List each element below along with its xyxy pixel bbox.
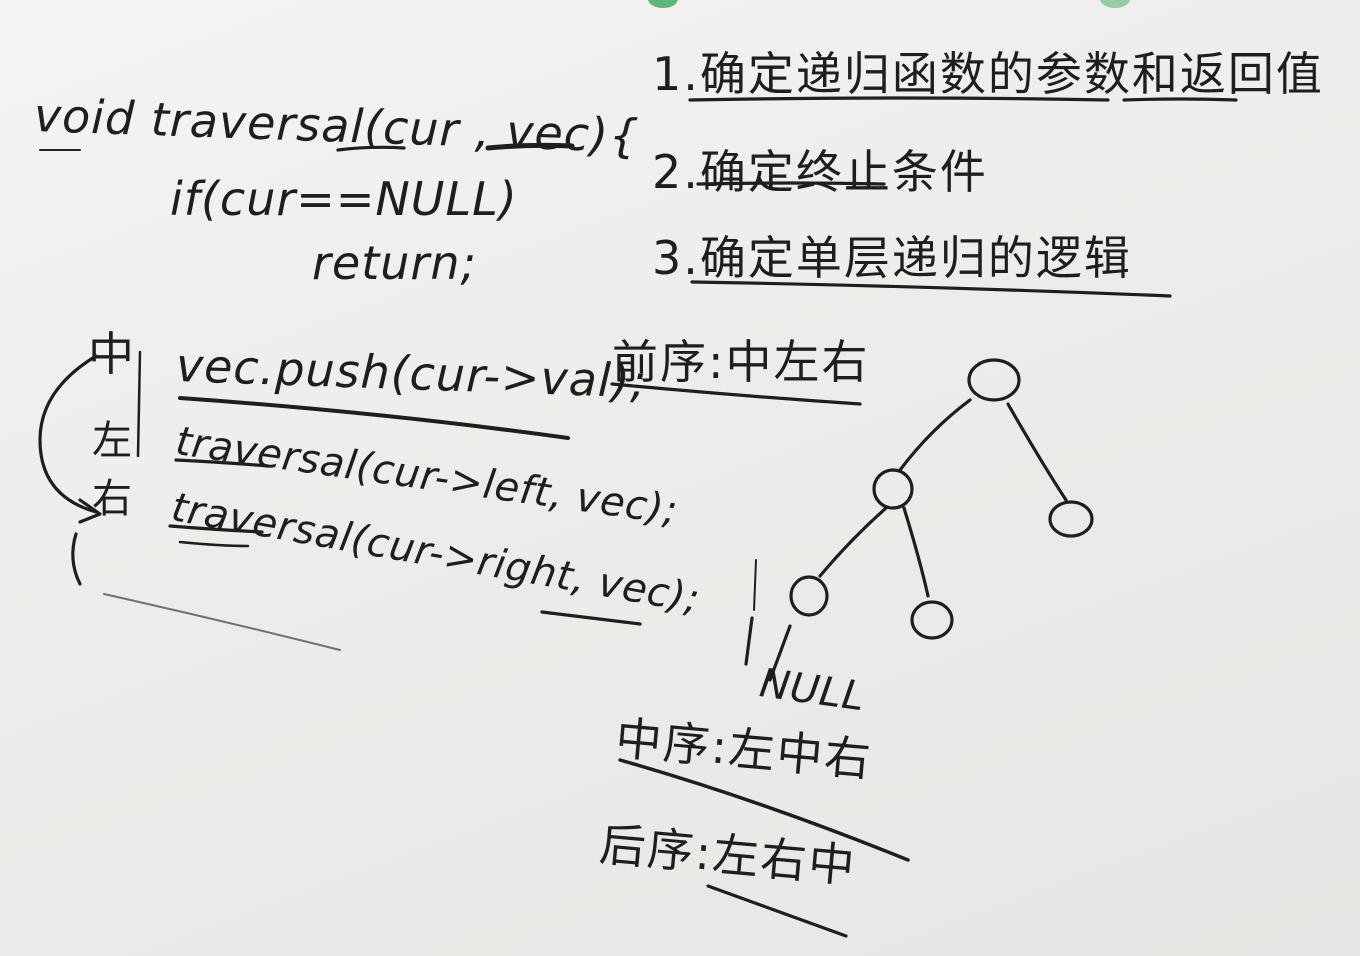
tree-null-stroke-2 [744,616,754,666]
underline-ver [540,610,642,626]
tree-null-stroke-3 [753,559,757,611]
order-arrow-tail [71,532,82,586]
tree-node-left-right [910,600,954,640]
tree-edge-left-leftright [902,506,930,598]
step-3-single-level-logic: 3.确定单层递归的逻辑 [652,231,1132,285]
step-2-termination: 2.确定终止条件 [652,145,988,199]
tree-null-label: NULL [756,660,868,721]
push-statement: vec.push(cur->val); [175,338,649,409]
null-check: if(cur==NULL) [170,172,518,226]
marker-smudge [1100,0,1130,8]
underline-right-call-2 [178,540,250,548]
decorative-stroke [103,593,341,651]
preorder-label: 前序:中左右 [612,335,870,389]
tree-edge-left-leftleft [818,506,888,578]
label-left: 左 [92,418,133,464]
postorder-label: 后序:左右中 [597,817,859,894]
tree-node-root [967,358,1021,402]
return-statement: return; [312,236,477,290]
tree-node-left [872,468,914,510]
label-right: 右 [92,476,133,522]
function-signature: void traversal(cur , vec){ [33,88,641,164]
tree-edge-root-left [898,398,972,472]
marker-smudge [648,0,678,8]
tree-edge-root-right [1006,402,1068,502]
tree-node-left-left [789,575,829,617]
order-bar [136,350,142,458]
label-mid: 中 [88,327,136,381]
step-1-params-and-return: 1.确定递归函数的参数和返回值 [652,47,1324,101]
tree-node-right [1048,500,1094,538]
